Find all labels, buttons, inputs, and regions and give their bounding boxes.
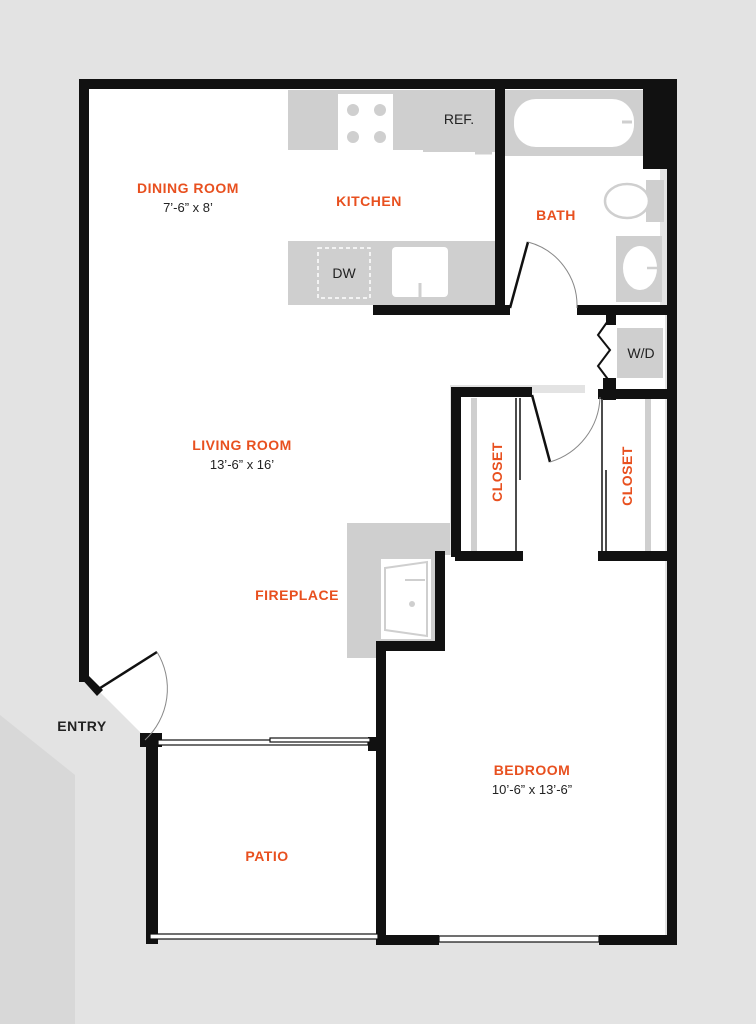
- washer-dryer-label: W/D: [627, 345, 654, 361]
- bedroom-dims: 10’-6” x 13’-6”: [492, 782, 572, 797]
- toilet-bowl: [603, 182, 651, 220]
- walls: [79, 79, 677, 945]
- kitchen-label: KITCHEN: [336, 193, 402, 209]
- bath-label: BATH: [536, 207, 576, 223]
- bath-fixtures: [505, 90, 664, 302]
- stove: [338, 94, 393, 150]
- closet-right-label: CLOSET: [619, 446, 635, 506]
- dining-room-dims: 7’-6” x 8’: [163, 200, 213, 215]
- fireplace-label: FIREPLACE: [255, 587, 339, 603]
- living-room-label: LIVING ROOM: [192, 437, 292, 453]
- windows: [149, 737, 600, 943]
- closet-left-label: CLOSET: [489, 442, 505, 502]
- burner-icons: [347, 104, 386, 143]
- living-room-dims: 13’-6” x 16’: [210, 457, 274, 472]
- dishwasher-label: DW: [332, 265, 356, 281]
- entry-label: ENTRY: [57, 718, 107, 734]
- kitchen-sink: [392, 247, 448, 297]
- lower-counter: [288, 241, 495, 305]
- washer-dryer: [617, 328, 663, 378]
- fireplace: [347, 523, 450, 658]
- sidewalk-shape: [0, 715, 75, 1024]
- dishwasher-outline: [317, 247, 371, 299]
- dining-room-label: DINING ROOM: [137, 180, 239, 196]
- toilet-tank: [646, 180, 664, 222]
- doors: [96, 241, 612, 741]
- refrigerator: [423, 90, 495, 152]
- room-labels: DINING ROOM 7’-6” x 8’ KITCHEN BATH LIVI…: [57, 180, 635, 864]
- patio-label: PATIO: [245, 848, 288, 864]
- closet-shelves: [471, 398, 651, 552]
- bedroom-label: BEDROOM: [494, 762, 571, 778]
- kitchen-counters: REF. DW: [288, 90, 495, 305]
- bath-sink: [623, 246, 657, 290]
- refrigerator-label: REF.: [444, 111, 474, 127]
